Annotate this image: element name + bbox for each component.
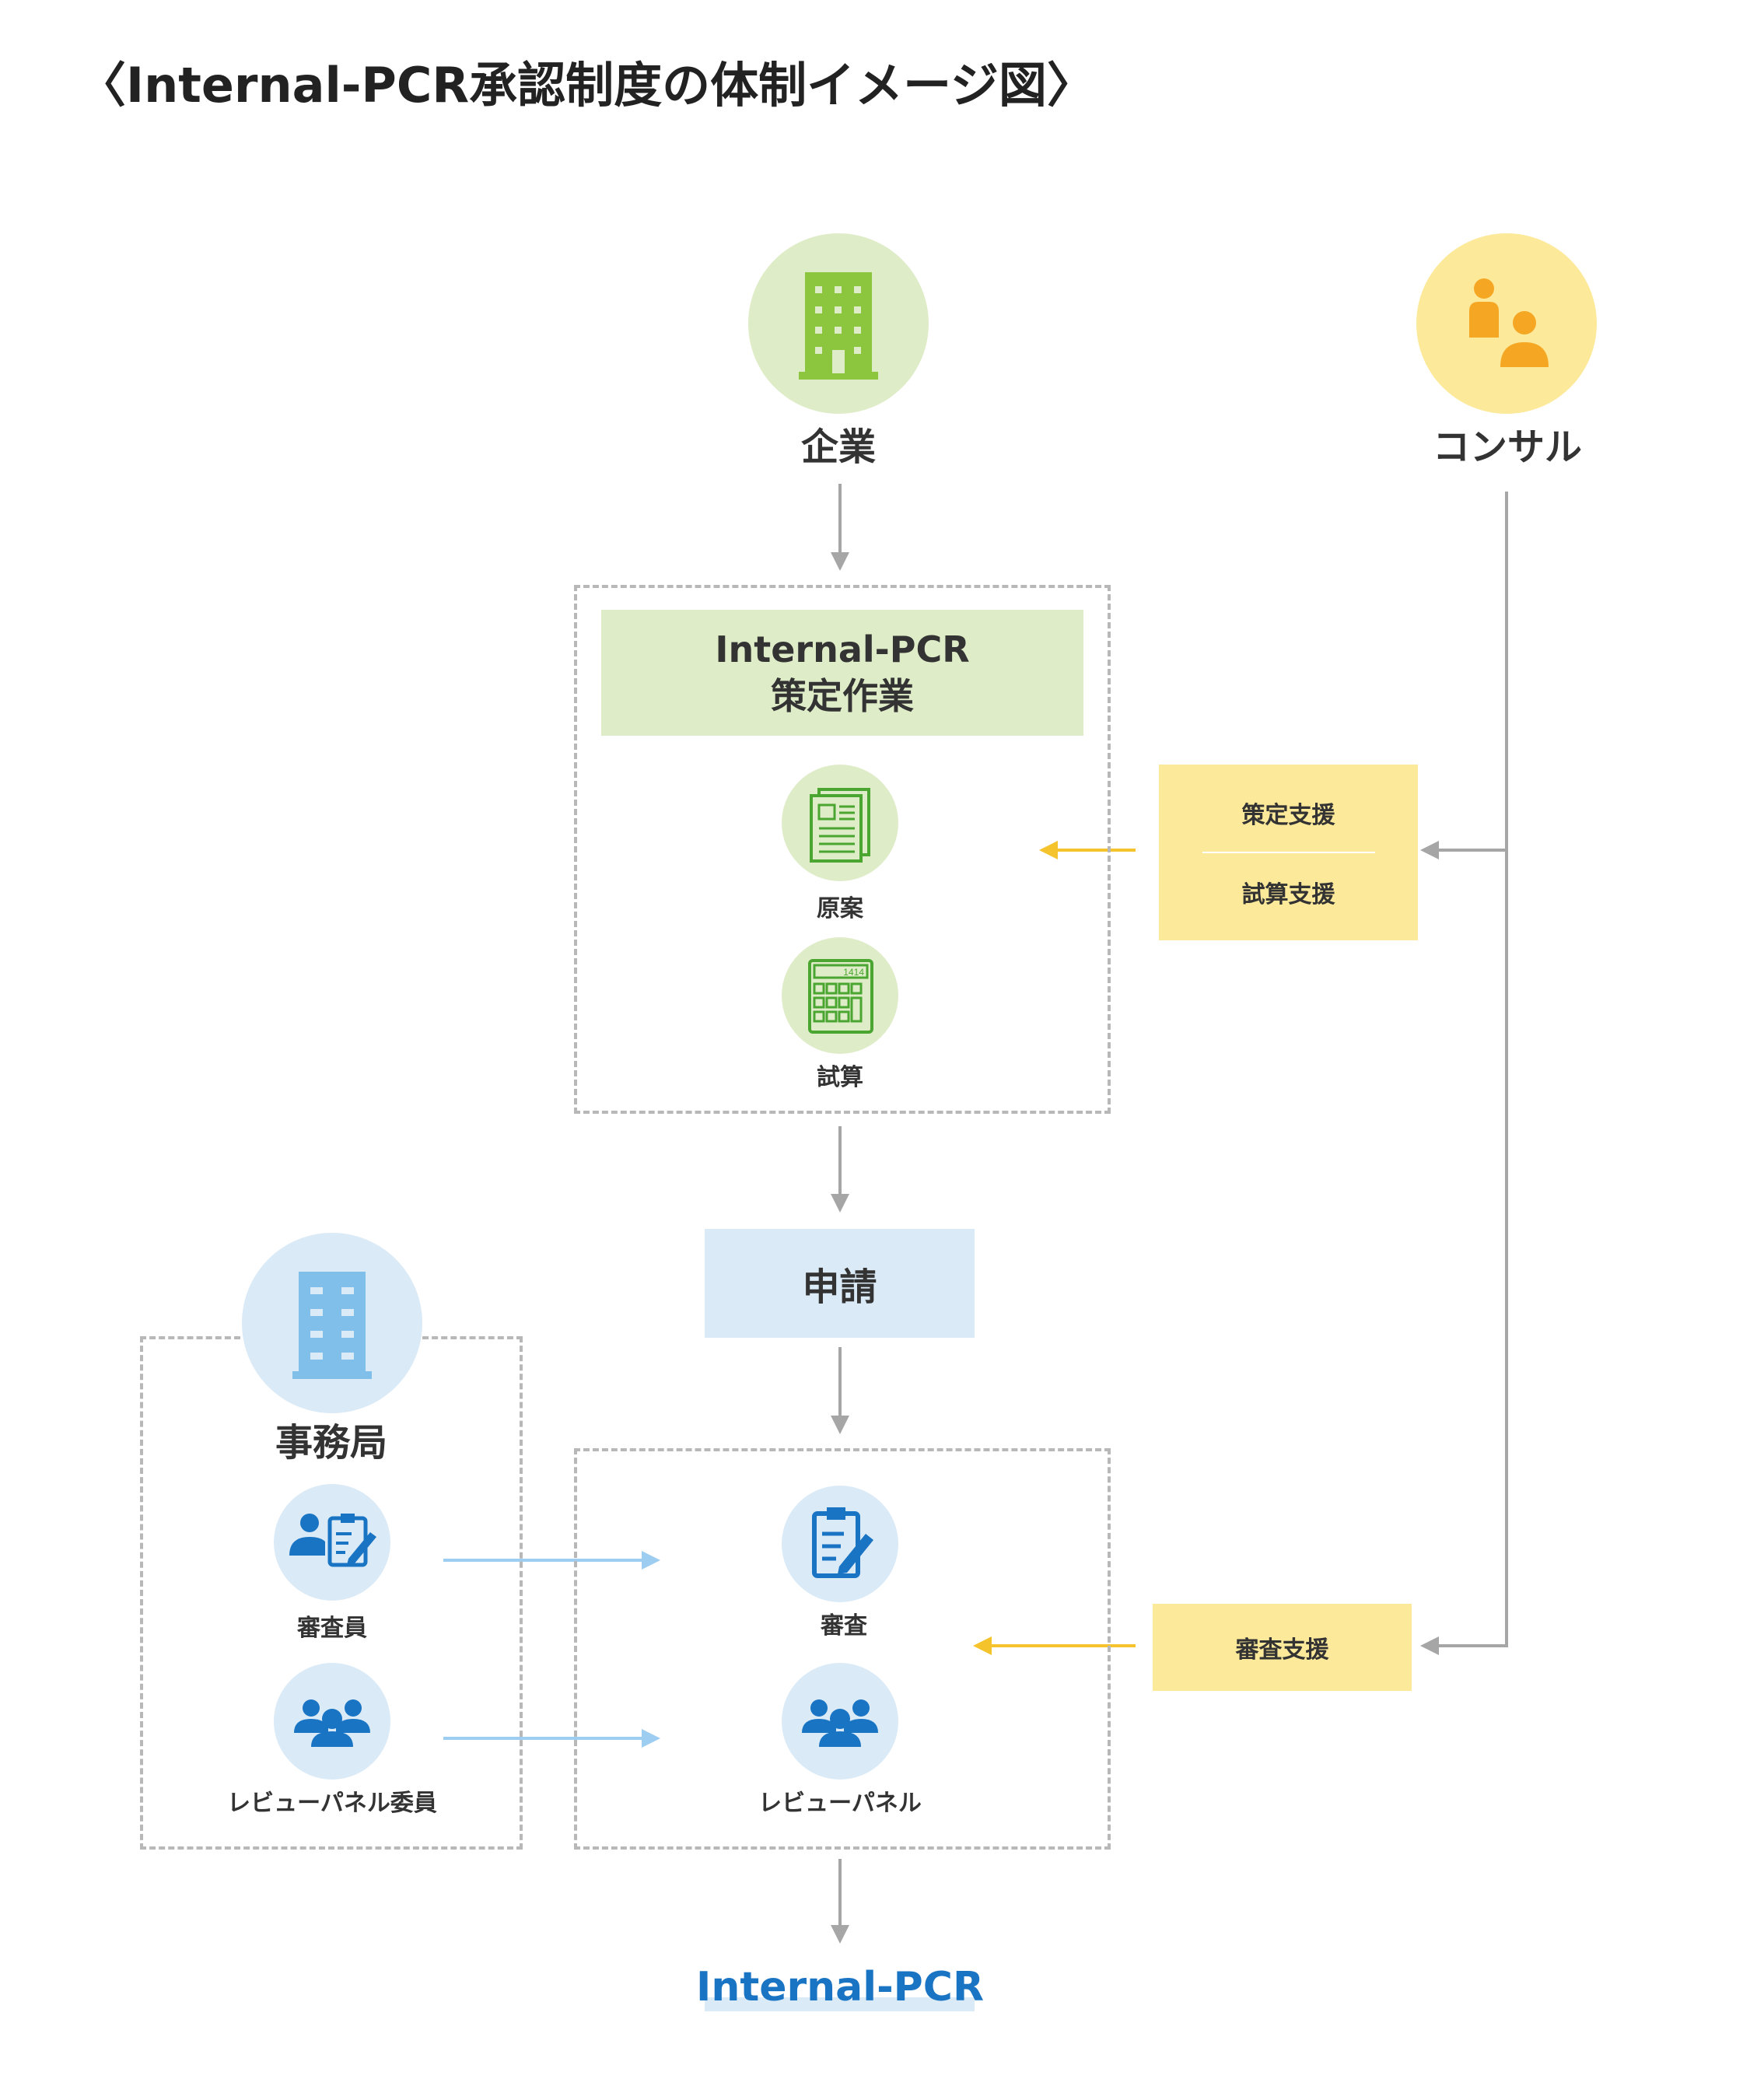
review-support-box: 審査支援 <box>1153 1604 1412 1691</box>
support-divider <box>1202 852 1375 853</box>
reviewer-circle <box>274 1484 390 1601</box>
panel-member-label: レビューパネル委員 <box>227 1790 437 1817</box>
building-icon <box>292 1272 372 1379</box>
reviewer-label: 審査員 <box>297 1615 367 1642</box>
consultant-circle <box>1416 233 1597 414</box>
calculator-icon: 1414 <box>808 959 873 1034</box>
draft-circle <box>782 765 898 881</box>
calc-label: 試算 <box>817 1064 863 1091</box>
calc-circle: 1414 <box>782 937 898 1054</box>
review-support-label: 審査支援 <box>1235 1636 1329 1664</box>
drafting-title-line1: Internal-PCR <box>715 628 970 670</box>
group-icon <box>802 1699 878 1747</box>
company-circle <box>748 233 929 414</box>
drafting-title-box: Internal-PCR 策定作業 <box>601 610 1083 736</box>
review-circle <box>782 1486 898 1602</box>
application-label: 申請 <box>802 1265 877 1309</box>
review-container <box>574 1448 1111 1850</box>
application-box: 申請 <box>705 1229 975 1338</box>
people-icon <box>1469 278 1549 367</box>
consultant-label: コンサル <box>1432 425 1582 469</box>
panel-circle <box>782 1663 898 1780</box>
building-icon <box>799 272 878 380</box>
reviewer-icon <box>289 1514 376 1567</box>
clipboard-icon <box>812 1507 873 1578</box>
document-icon <box>810 788 870 863</box>
drafting-support-label: 策定支援 <box>1241 802 1335 829</box>
panel-label: レビューパネル <box>758 1790 922 1817</box>
result-label: Internal-PCR <box>696 1964 984 2011</box>
calc-support-label: 試算支援 <box>1241 881 1335 908</box>
draft-label: 原案 <box>817 895 863 922</box>
svg-text:1414: 1414 <box>843 967 864 978</box>
group-icon <box>294 1699 370 1747</box>
review-label: 審査 <box>821 1612 867 1640</box>
drafting-container <box>574 585 1111 1114</box>
result-underline <box>705 1997 975 2011</box>
panel-member-circle <box>274 1663 390 1780</box>
company-label: 企業 <box>800 425 876 469</box>
drafting-title-line2: 策定作業 <box>771 675 914 717</box>
drafting-support-box: 策定支援 試算支援 <box>1159 765 1418 940</box>
page-title: 〈Internal-PCR承認制度の体制イメージ図〉 <box>78 57 1095 114</box>
secretariat-label: 事務局 <box>275 1421 387 1465</box>
secretariat-circle <box>242 1233 422 1413</box>
